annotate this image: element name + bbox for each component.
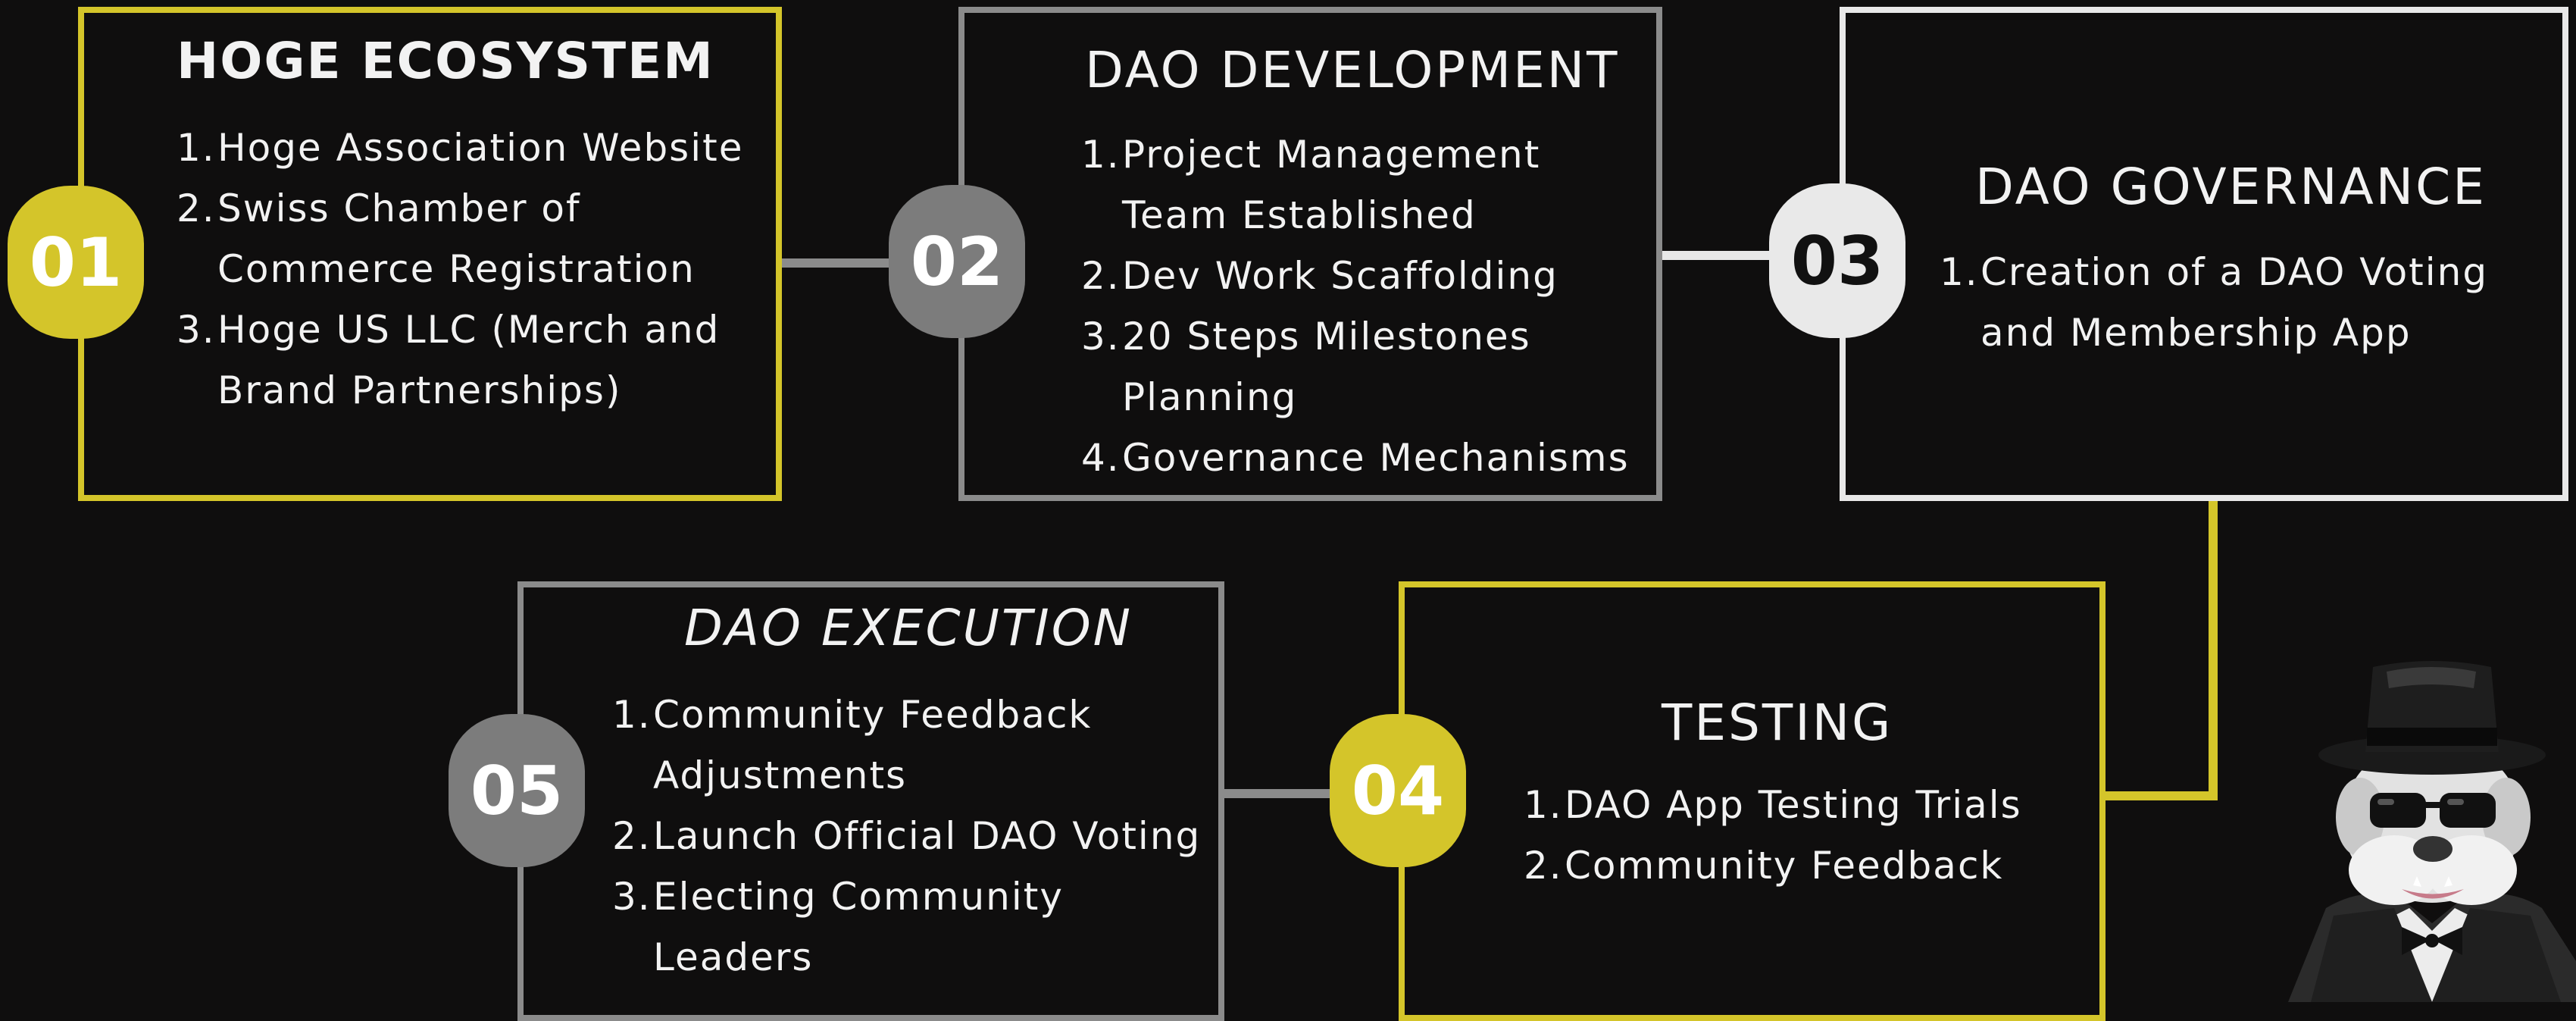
stage-title-04: TESTING	[1662, 694, 1893, 752]
stage-title-03: DAO GOVERNANCE	[1975, 158, 2487, 216]
item-number: 4.	[1081, 436, 1121, 480]
stage-list-04: 1.DAO App Testing Trials 2.Community Fee…	[1524, 775, 2099, 896]
stage-list-01: 1.Hoge Association Website 2.Swiss Chamb…	[177, 117, 752, 421]
item-text: Hoge Association Website	[217, 126, 744, 170]
bulldog-top-hat-icon	[2288, 661, 2576, 1002]
stage-badge-01: 01	[8, 186, 144, 339]
item-number: 3.	[177, 308, 216, 352]
list-item: 1.Project Management Team Established	[1081, 124, 1657, 246]
item-number: 1.	[1940, 250, 1979, 294]
list-item: 1.Hoge Association Website	[177, 117, 752, 178]
stage-list-02: 1.Project Management Team Established 2.…	[1081, 124, 1657, 488]
stage-badge-04: 04	[1330, 714, 1466, 867]
item-number: 2.	[612, 814, 652, 858]
connector-03-04-vertical	[2209, 501, 2218, 800]
stage-badge-03: 03	[1769, 183, 1905, 338]
list-item: 2.Dev Work Scaffolding	[1081, 246, 1657, 306]
connector-03-04-horizontal	[2106, 791, 2218, 800]
stage-badge-02: 02	[889, 185, 1025, 338]
item-text: Governance Mechanisms	[1122, 436, 1630, 480]
item-number: 1.	[612, 693, 652, 737]
item-number: 1.	[177, 126, 216, 170]
item-text: Project Management Team Established	[1122, 133, 1541, 237]
item-text: DAO App Testing Trials	[1565, 783, 2022, 827]
list-item: 2.Launch Official DAO Voting	[612, 806, 1218, 866]
item-number: 1.	[1524, 783, 1563, 827]
item-text: Community Feedback	[1565, 844, 2004, 888]
stage-badge-05: 05	[449, 714, 585, 867]
list-item: 1.Creation of a DAO Voting and Membershi…	[1940, 242, 2561, 363]
item-text: Launch Official DAO Voting	[653, 814, 1202, 858]
list-item: 4.Governance Mechanisms	[1081, 428, 1657, 488]
item-text: Electing Community Leaders	[653, 875, 1064, 979]
list-item: 1.Community Feedback Adjustments	[612, 684, 1218, 806]
stage-list-03: 1.Creation of a DAO Voting and Membershi…	[1940, 242, 2561, 363]
stage-list-05: 1.Community Feedback Adjustments 2.Launc…	[612, 684, 1218, 988]
item-number: 3.	[1081, 315, 1121, 359]
list-item: 2.Community Feedback	[1524, 835, 2099, 896]
list-item: 3.Electing Community Leaders	[612, 866, 1218, 988]
item-number: 1.	[1081, 133, 1121, 177]
list-item: 3.Hoge US LLC (Merch and Brand Partnersh…	[177, 299, 752, 421]
list-item: 3.20 Steps Milestones Planning	[1081, 306, 1657, 428]
list-item: 1.DAO App Testing Trials	[1524, 775, 2099, 835]
item-number: 3.	[612, 875, 652, 919]
item-text: Community Feedback Adjustments	[653, 693, 1093, 797]
stage-title-02: DAO DEVELOPMENT	[1085, 41, 1620, 99]
item-text: Hoge US LLC (Merch and Brand Partnership…	[217, 308, 721, 412]
list-item: 2.Swiss Chamber of Commerce Registration	[177, 178, 752, 299]
item-number: 2.	[1081, 254, 1121, 298]
item-text: Creation of a DAO Voting and Membership …	[1980, 250, 2489, 355]
item-text: 20 Steps Milestones Planning	[1122, 315, 1531, 419]
stage-title-01: HOGE ECOSYSTEM	[177, 32, 714, 90]
item-text: Dev Work Scaffolding	[1122, 254, 1558, 298]
item-number: 2.	[1524, 844, 1563, 888]
item-number: 2.	[177, 186, 216, 230]
item-text: Swiss Chamber of Commerce Registration	[217, 186, 696, 291]
stage-title-05: DAO EXECUTION	[684, 599, 1133, 657]
